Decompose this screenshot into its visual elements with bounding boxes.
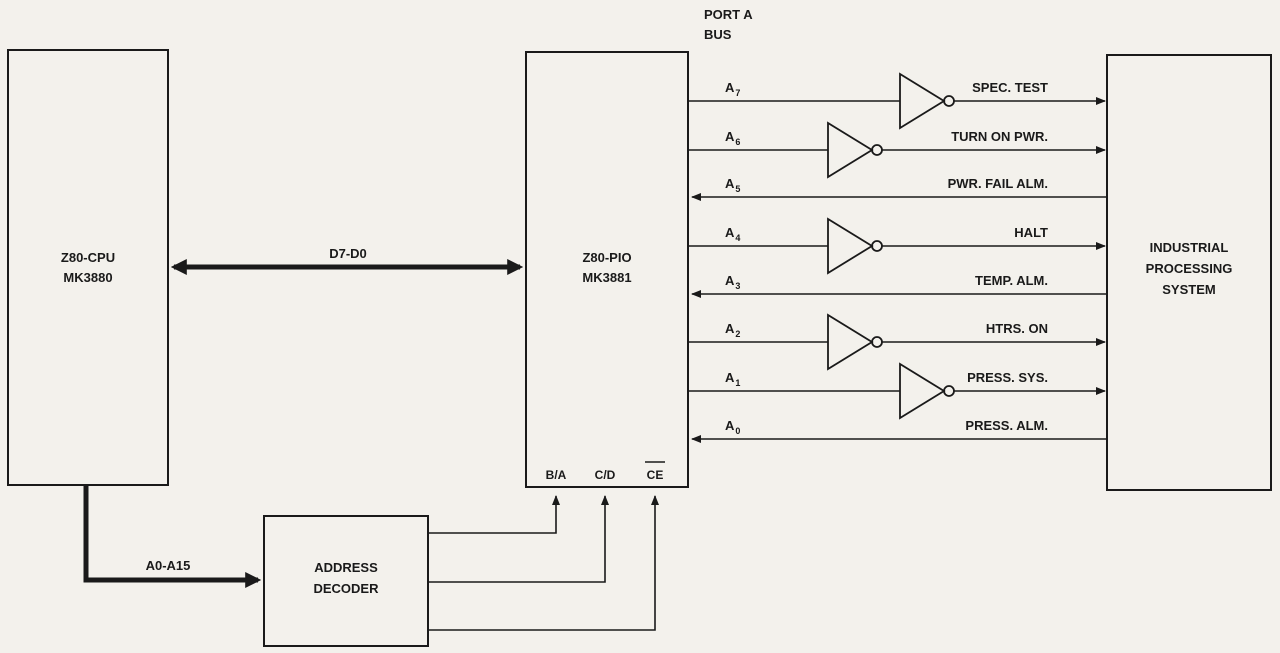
pin-ce: CE [647, 468, 664, 482]
pin-base: A [725, 225, 735, 240]
decoder-line2: DECODER [313, 581, 379, 596]
port-pin-label: A5 [725, 176, 740, 194]
signal-label: HALT [1014, 225, 1048, 240]
pin-subscript: 7 [735, 88, 740, 98]
port-line-a0: A0 PRESS. ALM. [691, 418, 1107, 443]
port-line-a5: A5 PWR. FAIL ALM. [691, 176, 1107, 201]
pin-cd: C/D [595, 468, 616, 482]
ips-line3: SYSTEM [1162, 282, 1215, 297]
pin-subscript: 6 [735, 137, 740, 147]
pin-base: A [725, 273, 735, 288]
inverter-gate [827, 313, 874, 371]
pin-subscript: 1 [735, 378, 740, 388]
port-pin-label: A3 [725, 273, 740, 291]
ce-select-line [428, 495, 659, 631]
inverter-gate [899, 72, 946, 130]
pin-base: A [725, 370, 735, 385]
port-pin-label: A1 [725, 370, 740, 388]
signal-label: TURN ON PWR. [951, 129, 1048, 144]
signal-label: PWR. FAIL ALM. [948, 176, 1048, 191]
decoder-line1: ADDRESS [314, 560, 378, 575]
port-line-a4: A4 HALT [688, 217, 1106, 275]
signal-label: SPEC. TEST [972, 80, 1048, 95]
address-bus-label: A0-A15 [146, 558, 191, 573]
cpu-part: MK3880 [63, 270, 112, 285]
pin-base: A [725, 129, 735, 144]
port-line-a2: A2 HTRS. ON [688, 313, 1106, 371]
inverter-gate [827, 217, 874, 275]
port-a-label: PORT A [704, 7, 753, 22]
pin-subscript: 2 [735, 329, 740, 339]
decoder-box [263, 515, 429, 647]
pio-box [525, 51, 689, 488]
pin-base: A [725, 176, 735, 191]
pin-subscript: 3 [735, 281, 740, 291]
port-pin-label: A6 [725, 129, 740, 147]
port-pin-label: A0 [725, 418, 740, 436]
port-line-a1: A1 PRESS. SYS. [688, 362, 1106, 420]
signal-label: PRESS. ALM. [965, 418, 1048, 433]
signal-label: HTRS. ON [986, 321, 1048, 336]
address-bus [83, 485, 262, 588]
cpu-block: Z80-CPU MK3880 [7, 49, 169, 486]
decoder-block: ADDRESS DECODER [263, 515, 429, 647]
pin-subscript: 5 [735, 184, 740, 194]
signal-label: PRESS. SYS. [967, 370, 1048, 385]
port-line-a6: A6 TURN ON PWR. [688, 121, 1106, 179]
ips-box [1106, 54, 1272, 491]
pin-base: A [725, 80, 735, 95]
pin-base: A [725, 321, 735, 336]
pin-subscript: 4 [735, 233, 740, 243]
port-pin-label: A7 [725, 80, 740, 98]
bus-label: BUS [704, 27, 732, 42]
cpu-name: Z80-CPU [61, 250, 115, 265]
signal-label: TEMP. ALM. [975, 273, 1048, 288]
pio-part: MK3881 [582, 270, 631, 285]
port-line-a3: A3 TEMP. ALM. [691, 273, 1107, 298]
ips-line2: PROCESSING [1146, 261, 1233, 276]
port-line-a7: A7 SPEC. TEST [688, 72, 1106, 130]
ips-block: INDUSTRIAL PROCESSING SYSTEM [1106, 54, 1272, 491]
inverter-gate [899, 362, 946, 420]
ba-select-line [428, 495, 560, 534]
data-bus-label: D7-D0 [329, 246, 367, 261]
cpu-box [7, 49, 169, 486]
pin-subscript: 0 [735, 426, 740, 436]
inverter-gate [827, 121, 874, 179]
pin-base: A [725, 418, 735, 433]
cd-select-line [428, 495, 609, 583]
pio-block: Z80-PIO MK3881 B/A C/D CE [525, 51, 689, 488]
pio-name: Z80-PIO [582, 250, 631, 265]
pin-ba: B/A [546, 468, 567, 482]
port-pin-label: A2 [725, 321, 740, 339]
port-pin-label: A4 [725, 225, 740, 243]
ips-line1: INDUSTRIAL [1150, 240, 1229, 255]
